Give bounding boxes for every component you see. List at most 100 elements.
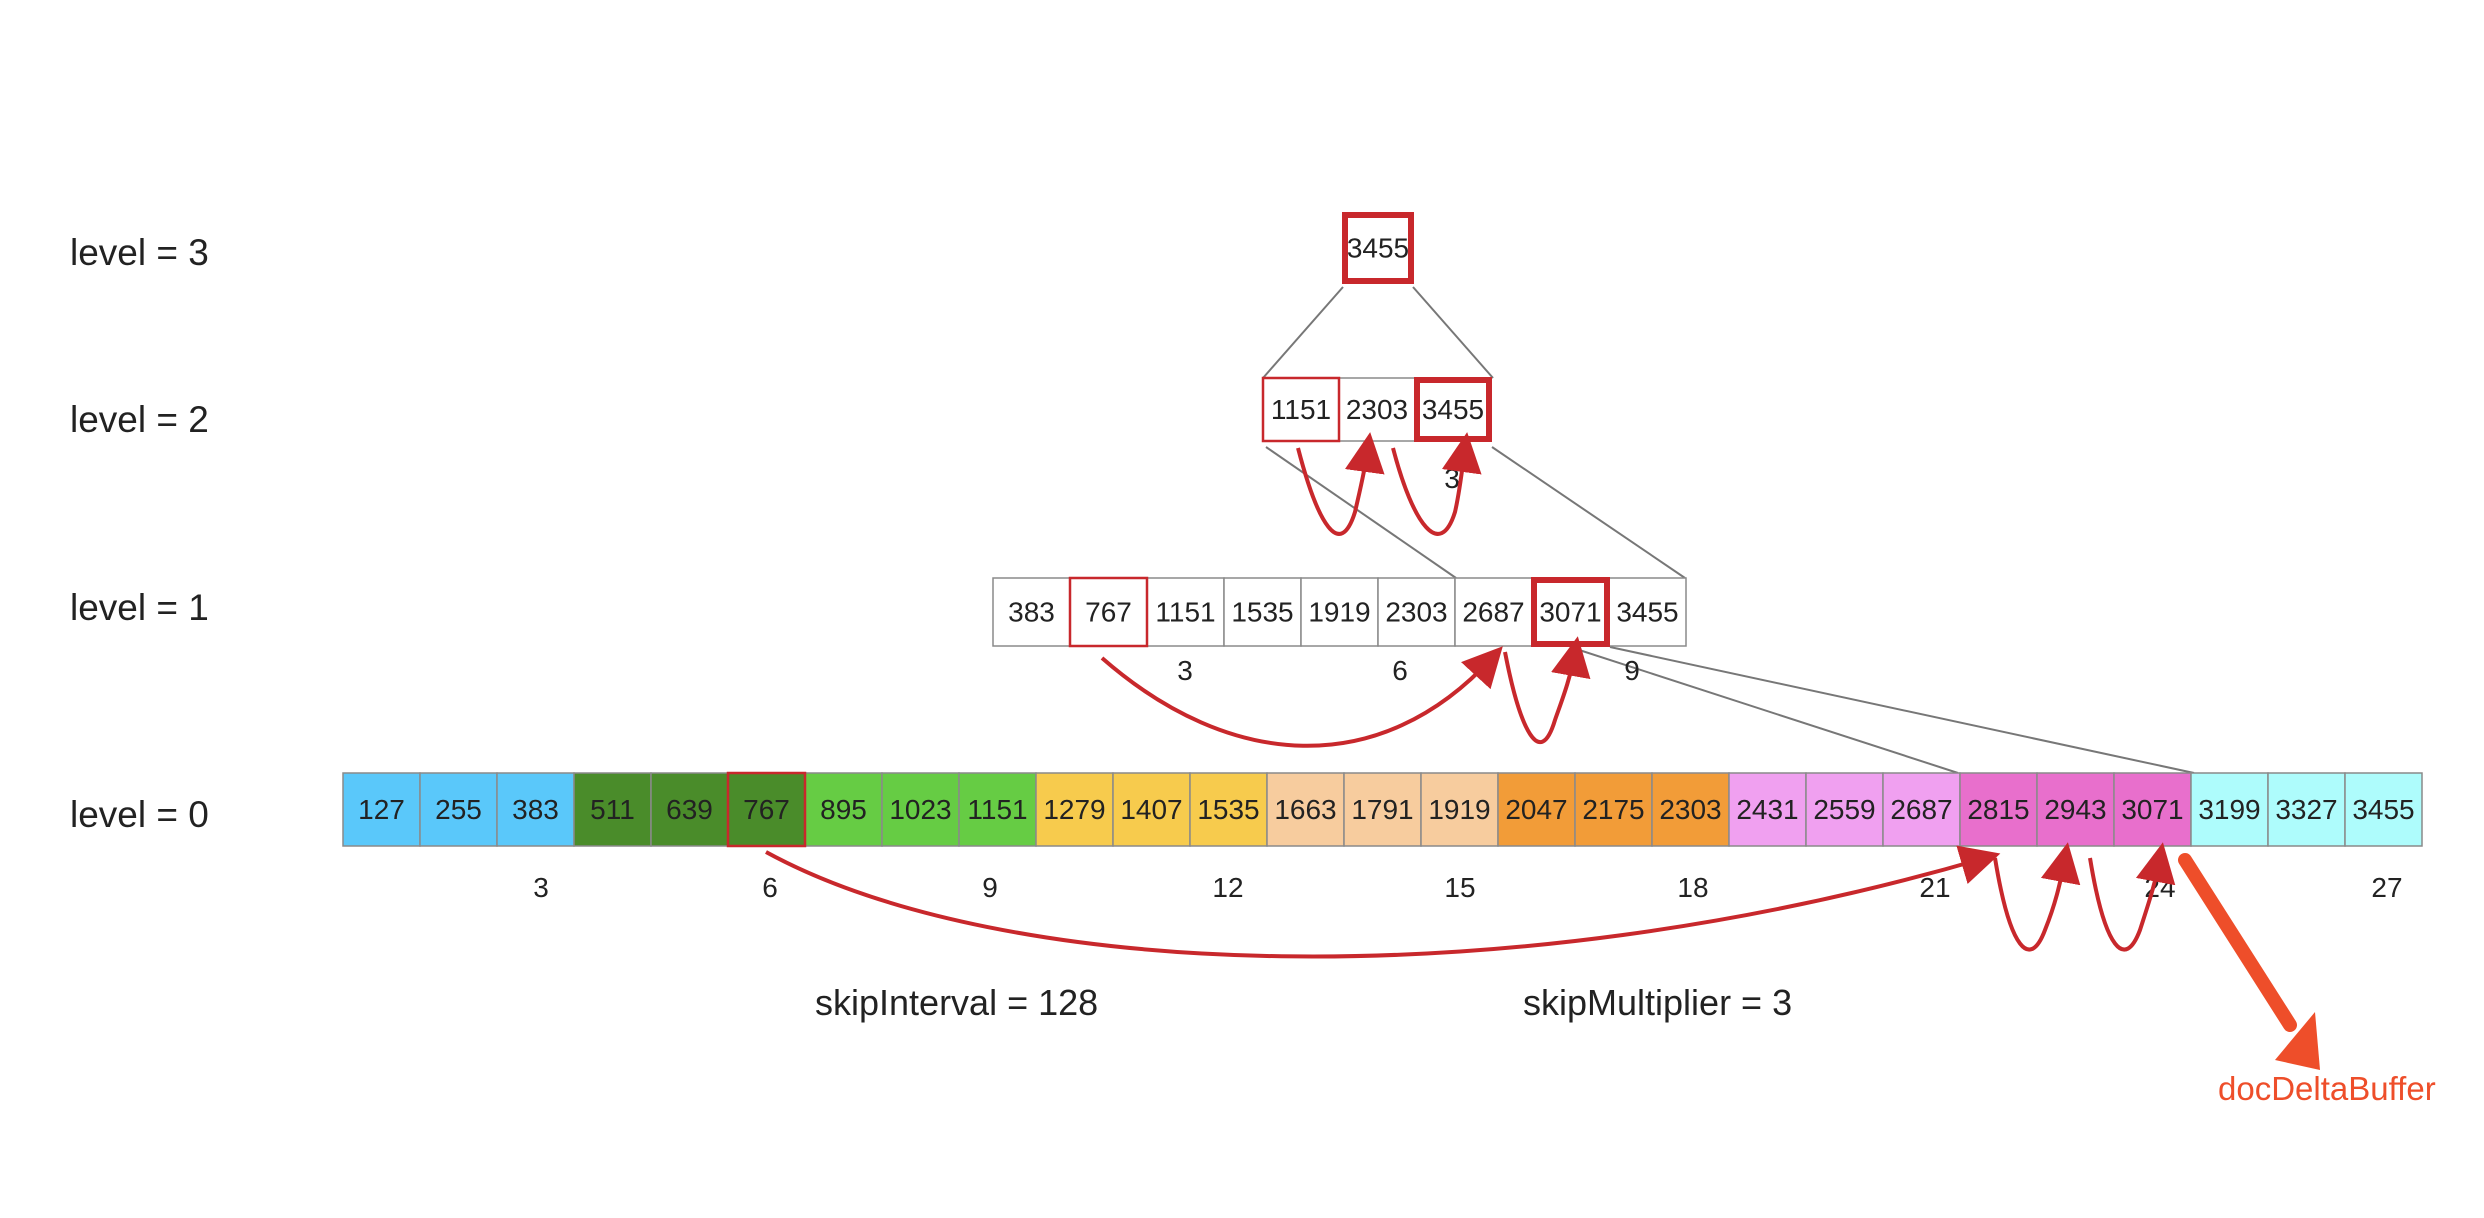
skip-arrow-l2-1 bbox=[1296, 432, 1385, 536]
level-3-label: level = 3 bbox=[70, 232, 209, 273]
level2-cell: 3455 bbox=[1414, 377, 1492, 442]
level1-cell: 3455 bbox=[1608, 577, 1687, 647]
level1-cell: 383 bbox=[992, 577, 1071, 647]
level-3-cells: 3455 bbox=[1342, 212, 1414, 284]
level0-cell-value: 639 bbox=[666, 794, 713, 825]
level0-cell: 1791 bbox=[1343, 772, 1422, 847]
level0-cell: 1023 bbox=[881, 772, 960, 847]
skip-multiplier-label: skipMultiplier = 3 bbox=[1523, 982, 1792, 1023]
level0-index-label: 27 bbox=[2371, 872, 2402, 903]
doc-delta-buffer-label: docDeltaBuffer bbox=[2218, 1070, 2436, 1107]
level1-cell-value: 383 bbox=[1008, 597, 1055, 628]
level0-index-label: 18 bbox=[1677, 872, 1708, 903]
level0-cell: 255 bbox=[419, 772, 498, 847]
level0-cell: 1279 bbox=[1035, 772, 1114, 847]
level2-cell-value: 1151 bbox=[1271, 394, 1331, 425]
level1-cell: 767 bbox=[1069, 577, 1148, 647]
skip-arrow-l0-short-1 bbox=[1993, 842, 2081, 952]
level1-cell-value: 1535 bbox=[1231, 597, 1293, 628]
level0-cell: 2687 bbox=[1882, 772, 1961, 847]
level2-cell: 2303 bbox=[1338, 377, 1416, 442]
level1-cell: 2303 bbox=[1377, 577, 1456, 647]
level1-cell: 1919 bbox=[1300, 577, 1379, 647]
level0-cell-value: 3199 bbox=[2198, 794, 2260, 825]
level3-highlight-marker bbox=[1342, 212, 1414, 284]
level0-cell: 2943 bbox=[2036, 772, 2115, 847]
level0-cell-value: 3327 bbox=[2275, 794, 2337, 825]
level1-cell-value: 1919 bbox=[1308, 597, 1370, 628]
level0-cell-value: 2431 bbox=[1736, 794, 1798, 825]
level0-index-label: 9 bbox=[982, 872, 998, 903]
level0-cell: 511 bbox=[573, 772, 652, 847]
level0-cell: 895 bbox=[804, 772, 883, 847]
level0-cell-value: 1023 bbox=[889, 794, 951, 825]
level0-cell: 2303 bbox=[1651, 772, 1730, 847]
level0-cell-value: 3455 bbox=[2352, 794, 2414, 825]
level0-cell: 1151 bbox=[958, 772, 1037, 847]
skip-arrow-l1-long bbox=[1100, 646, 1503, 748]
level0-cell-value: 1407 bbox=[1120, 794, 1182, 825]
level0-cell-value: 511 bbox=[590, 794, 635, 825]
level1-cell-value: 1151 bbox=[1155, 597, 1215, 628]
level1-cell-value: 2303 bbox=[1385, 597, 1447, 628]
skip-arrow-l0-short-2 bbox=[2088, 842, 2176, 952]
level2-cell-value: 3455 bbox=[1422, 394, 1484, 425]
level1-outline-marker bbox=[1068, 576, 1149, 648]
level-connector-lines bbox=[1262, 286, 2195, 774]
level3-cell: 3455 bbox=[1342, 212, 1414, 284]
level3-cell-value: 3455 bbox=[1347, 232, 1409, 263]
level0-cell-value: 255 bbox=[435, 794, 482, 825]
level0-outline-marker bbox=[726, 771, 807, 848]
level0-cell: 127 bbox=[342, 772, 421, 847]
skip-arrow-l0-long bbox=[765, 845, 2001, 959]
level0-cell: 2815 bbox=[1959, 772, 2038, 847]
level0-cell: 1535 bbox=[1189, 772, 1268, 847]
level1-cell: 1151 bbox=[1146, 577, 1225, 647]
level0-cell: 1919 bbox=[1420, 772, 1499, 847]
level2-cell: 1151 bbox=[1262, 377, 1340, 442]
level0-cell-value: 2559 bbox=[1813, 794, 1875, 825]
level-1-label: level = 1 bbox=[70, 587, 209, 628]
level0-cell-value: 1151 bbox=[967, 794, 1027, 825]
level-0-label: level = 0 bbox=[70, 794, 209, 835]
level0-cell-value: 2943 bbox=[2044, 794, 2106, 825]
level0-index-label: 12 bbox=[1212, 872, 1243, 903]
level0-cell: 639 bbox=[650, 772, 729, 847]
level1-index-label: 6 bbox=[1392, 655, 1408, 686]
level0-cell: 3199 bbox=[2190, 772, 2269, 847]
level0-cell-value: 767 bbox=[743, 794, 790, 825]
level0-cell: 2047 bbox=[1497, 772, 1576, 847]
level0-cell: 2559 bbox=[1805, 772, 1884, 847]
level0-index-label: 21 bbox=[1919, 872, 1950, 903]
level-2-label: level = 2 bbox=[70, 399, 209, 440]
level0-cell: 2175 bbox=[1574, 772, 1653, 847]
level0-cell-value: 127 bbox=[358, 794, 405, 825]
level0-cell-value: 383 bbox=[512, 794, 559, 825]
level0-cell-value: 1791 bbox=[1351, 794, 1413, 825]
level0-index-label: 3 bbox=[533, 872, 549, 903]
level1-cell-value: 3071 bbox=[1539, 597, 1601, 628]
level0-cell: 3327 bbox=[2267, 772, 2346, 847]
level2-outline-marker bbox=[1261, 376, 1341, 443]
level0-cell-value: 1279 bbox=[1043, 794, 1105, 825]
level1-cell-value: 3455 bbox=[1616, 597, 1678, 628]
level0-cell-value: 2047 bbox=[1505, 794, 1567, 825]
skip-interval-label: skipInterval = 128 bbox=[815, 982, 1098, 1023]
level0-cell: 3455 bbox=[2344, 772, 2423, 847]
level0-cell: 1663 bbox=[1266, 772, 1345, 847]
skip-arrow-l2-2 bbox=[1391, 432, 1482, 536]
level0-cell: 1407 bbox=[1112, 772, 1191, 847]
level0-cell-value: 2815 bbox=[1967, 794, 2029, 825]
level0-cell-value: 2303 bbox=[1659, 794, 1721, 825]
skip-arrow-l1-short bbox=[1503, 636, 1591, 745]
level1-cell: 3071 bbox=[1531, 577, 1610, 647]
level1-cell: 2687 bbox=[1454, 577, 1533, 647]
level0-cell: 3071 bbox=[2113, 772, 2192, 847]
level0-cell-value: 2687 bbox=[1890, 794, 1952, 825]
level0-index-label: 6 bbox=[762, 872, 778, 903]
